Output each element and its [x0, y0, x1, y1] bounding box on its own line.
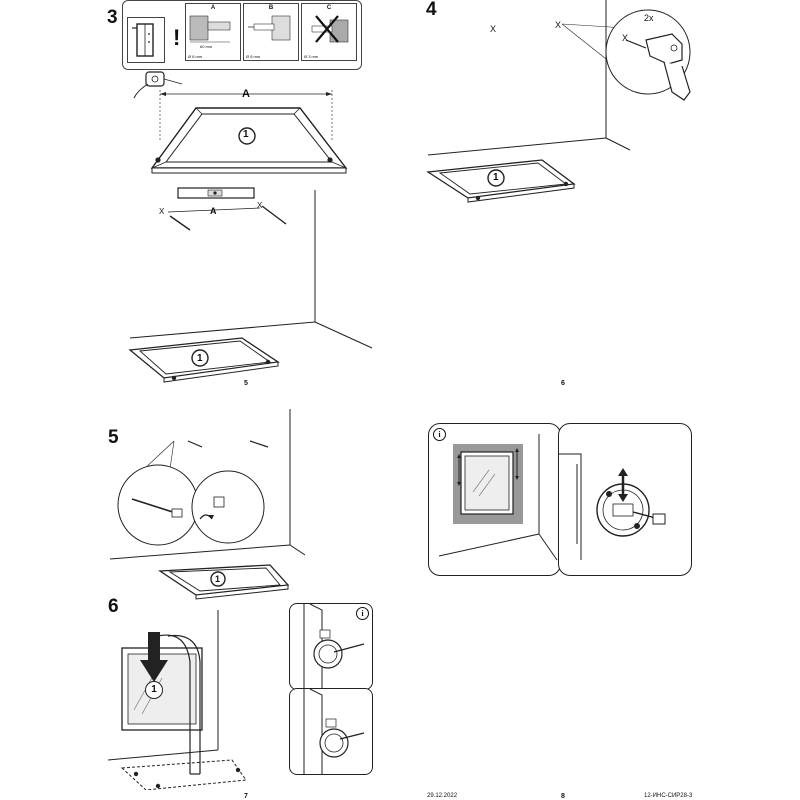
level-dimension-a-label: A: [210, 206, 217, 216]
spirit-level-icon: [177, 187, 255, 199]
step-number-6: 6: [108, 596, 119, 617]
brick-wall-icon: [248, 15, 291, 41]
drill-count-label: 2x: [644, 13, 654, 23]
page-number-8: 8: [561, 793, 565, 800]
screw-detail-icon: [131, 496, 225, 520]
hook-detail-icon: [303, 604, 365, 689]
hardware-option-a-label: A: [210, 5, 216, 11]
hardware-option-c-label: C: [326, 5, 332, 11]
hardware-info-box: ! A 60 mm Ø 8 mm B Ø 8 mm C Ø 3 mm: [122, 0, 362, 70]
step6-detail-panel-bottom: [289, 688, 373, 775]
step4-part-number-label: 1: [493, 172, 499, 183]
drill-icon: [625, 33, 691, 101]
step-number-5: 5: [108, 427, 119, 448]
not-allowed-icon: [311, 15, 349, 43]
step5-illustration: [110, 409, 305, 600]
hardware-option-a-dim: 60 mm: [200, 44, 213, 49]
step4-mark-x-drill: X: [622, 33, 629, 43]
step-number-3: 3: [107, 7, 118, 28]
tape-measure-icon: [133, 71, 183, 99]
adjuster-detail-icon: [559, 453, 666, 560]
step3-illustration: [128, 71, 373, 383]
step6-illustration: [108, 610, 247, 790]
hardware-option-a: A 60 mm Ø 8 mm: [185, 3, 241, 61]
hardware-option-c: C Ø 3 mm: [301, 3, 357, 61]
wall-mount-icon: [127, 17, 165, 63]
step6-detail-panel-top: i: [289, 603, 373, 690]
footer-doc-code: 12-ИНС-СИР28-3: [644, 793, 693, 799]
hook-engaged-icon: [303, 689, 365, 774]
step4-mark-x-left: X: [490, 24, 497, 34]
info-icon: i: [433, 428, 446, 441]
step-number-4: 4: [426, 0, 437, 20]
part-number-label: 1: [243, 129, 249, 140]
step4-mark-x-right: X: [555, 20, 562, 30]
hardware-option-b-label: B: [268, 5, 274, 11]
mark-x-left: X: [159, 207, 165, 216]
page-number-5: 5: [244, 380, 248, 387]
concrete-wall-icon: [189, 15, 231, 43]
step5-part-number-label: 1: [215, 574, 221, 584]
floor-part-number-label: 1: [197, 353, 203, 364]
hardware-option-b-diam: Ø 8 mm: [246, 54, 261, 59]
info-panel-right: [558, 423, 692, 576]
info-panel-left: i: [428, 423, 561, 576]
dimension-a-label: A: [242, 88, 250, 100]
step6-part-number-label: 1: [145, 681, 163, 699]
page-number-7: 7: [244, 793, 248, 800]
mark-x-right: X: [257, 201, 263, 210]
step4-illustration: [426, 0, 691, 203]
page-number-6: 6: [561, 380, 565, 387]
hardware-option-a-diam: Ø 8 mm: [188, 54, 203, 59]
footer-date: 29.12.2022: [427, 793, 458, 799]
step6-info-icon: i: [356, 607, 369, 620]
hardware-option-b: B Ø 8 mm: [243, 3, 299, 61]
hardware-option-c-diam: Ø 3 mm: [304, 54, 319, 59]
warning-icon: !: [173, 25, 181, 50]
